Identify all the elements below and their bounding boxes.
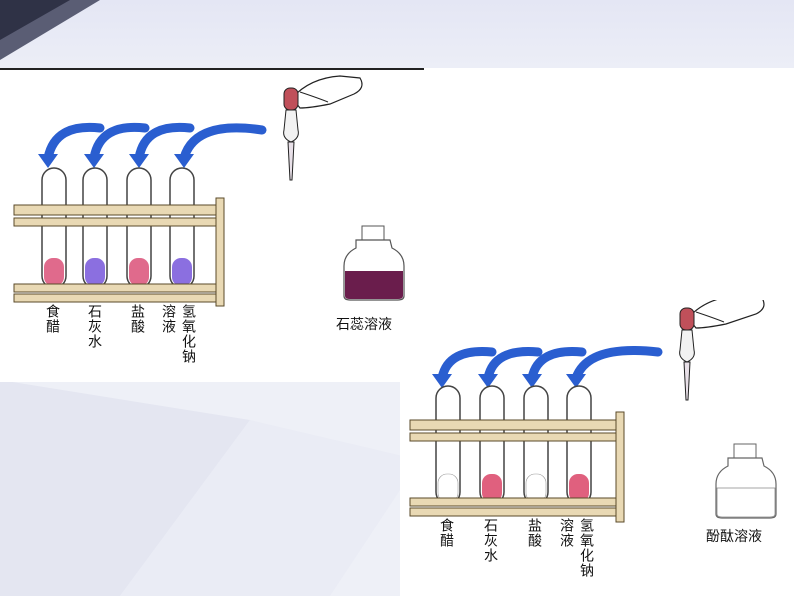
arrow-1-head [38, 154, 58, 168]
tube-label-sodium-hydroxide: 氢氧化钠 [180, 304, 196, 364]
tube-label-sodium-hydroxide: 氢氧化钠 [578, 518, 594, 578]
tube-4-liquid [569, 474, 589, 502]
arrow-4 [179, 123, 267, 163]
tube-label-vinegar: 食醋 [44, 304, 60, 334]
dropper-with-hand [679, 300, 765, 401]
test-tube-rack [409, 411, 625, 523]
tube-2-liquid [85, 258, 105, 286]
arrow-2-head [84, 154, 104, 168]
arrow-4-head [174, 154, 194, 168]
dropper-with-hand [283, 75, 363, 181]
phenolphthalein-bottle-liquid [716, 487, 776, 518]
litmus-bottle [343, 225, 405, 301]
tube-label-limewater: 石灰水 [86, 304, 102, 349]
arrow-2 [483, 347, 543, 383]
arrow-4 [571, 345, 663, 383]
tube-4-liquid [172, 258, 192, 286]
arrow-3-head [129, 154, 149, 168]
arrow-2 [89, 122, 150, 163]
phenolphthalein-experiment: 食醋 石灰水 盐酸 溶液 氢氧化钠 酚酞溶液 [400, 300, 794, 596]
tube-label-vinegar: 食醋 [438, 518, 454, 548]
arrow-3 [527, 347, 587, 383]
litmus-bottle-liquid [345, 271, 403, 299]
arrow-1-head [432, 374, 452, 388]
arrow-3-head [522, 374, 542, 388]
slide-header-band [0, 0, 794, 68]
tube-label-hydrochloric-acid: 盐酸 [129, 304, 145, 334]
test-tube-rack [13, 197, 225, 307]
arrow-1 [43, 122, 105, 163]
tube-label-solution: 溶液 [558, 518, 574, 548]
litmus-bottle-label: 石蕊溶液 [336, 317, 392, 333]
litmus-experiment: 食醋 石灰水 盐酸 溶液 氢氧化钠 石蕊溶液 [0, 68, 424, 380]
tube-label-hydrochloric-acid: 盐酸 [526, 518, 542, 548]
phenolphthalein-apparatus [409, 300, 777, 523]
litmus-apparatus [13, 75, 405, 307]
tube-label-limewater: 石灰水 [482, 518, 498, 563]
arrow-1 [437, 347, 497, 383]
tube-label-solution: 溶液 [160, 304, 176, 334]
arrow-2-head [478, 374, 498, 388]
arrow-3 [134, 122, 195, 163]
tube-1-liquid [44, 258, 64, 286]
arrow-4-head [566, 374, 586, 388]
phenolphthalein-bottle-label: 酚酞溶液 [706, 529, 762, 545]
tube-2-liquid [482, 474, 502, 502]
phenolphthalein-tubes [435, 385, 592, 505]
litmus-tubes [41, 167, 195, 289]
tube-3-liquid [129, 258, 149, 286]
phenolphthalein-bottle [715, 443, 777, 519]
